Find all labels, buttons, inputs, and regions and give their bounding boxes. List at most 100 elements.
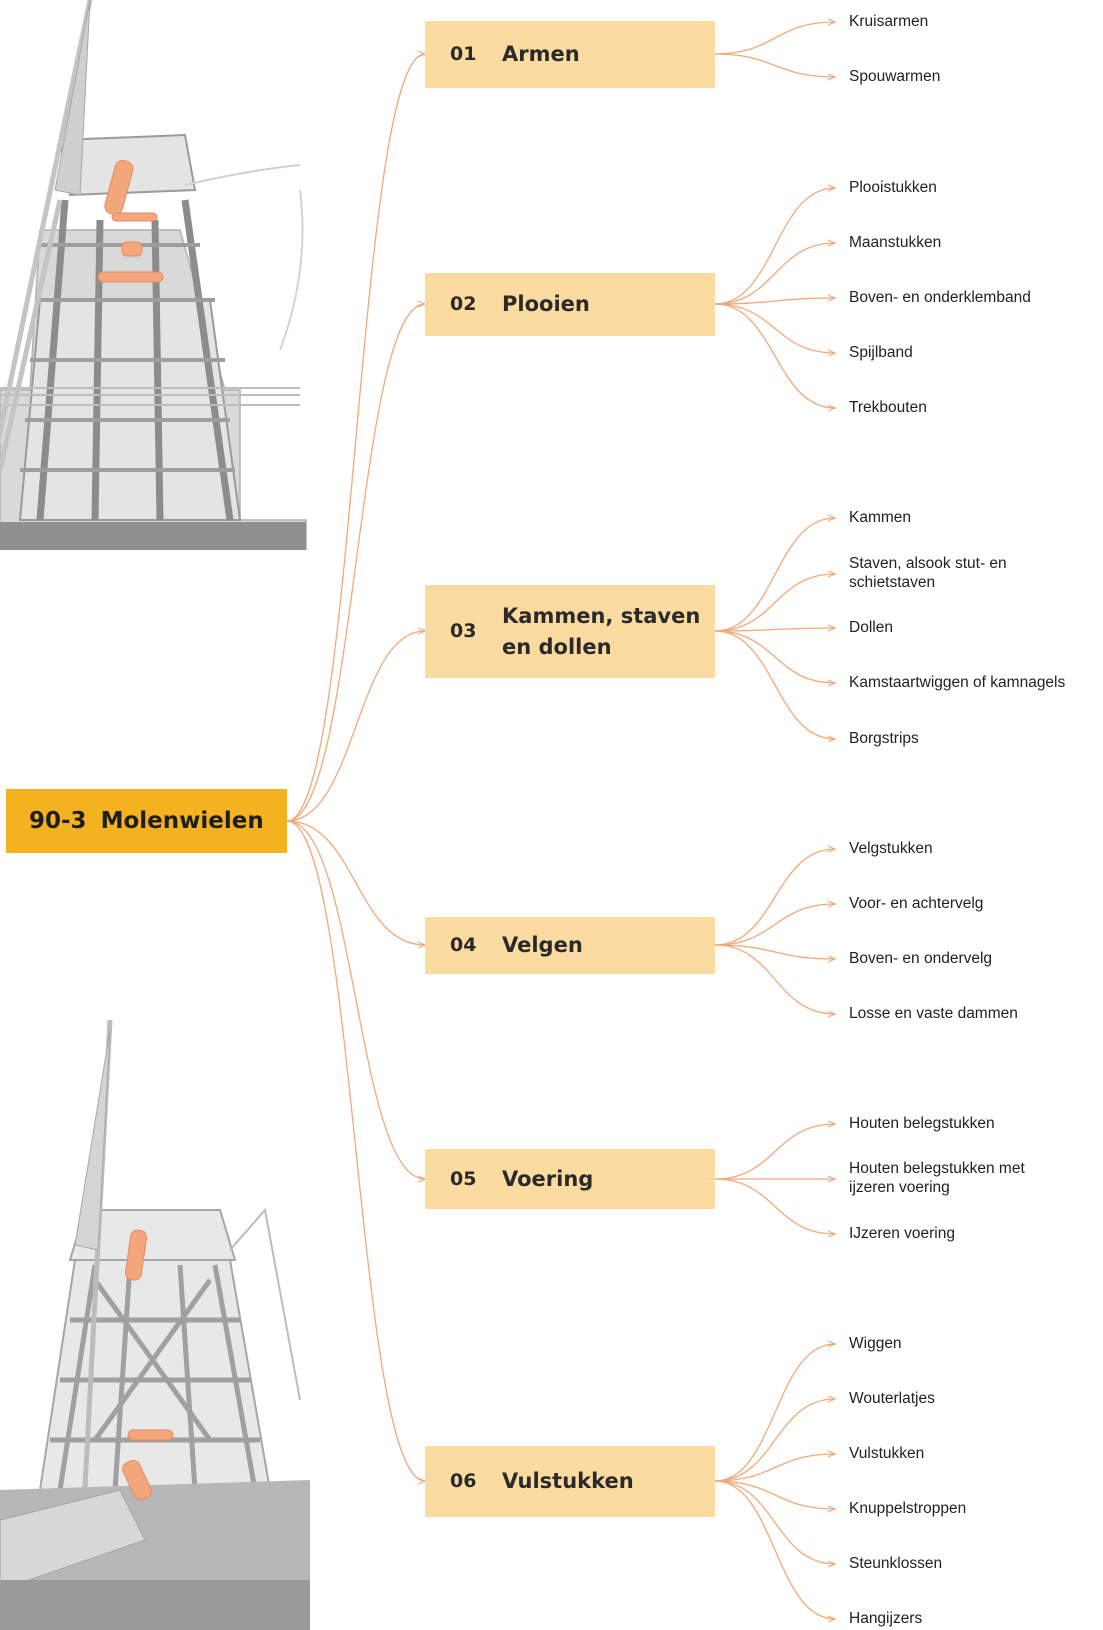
category-to-leaf-connector xyxy=(714,1398,836,1482)
leaf-item: Plooistukken xyxy=(849,179,937,196)
category-to-leaf-connector xyxy=(714,903,836,946)
leaf-item: Boven- en onderklemband xyxy=(849,289,1031,306)
category-node-velgen: 04 Velgen xyxy=(425,917,715,974)
leaf-item: Wouterlatjes xyxy=(849,1390,935,1407)
category-number: 05 xyxy=(450,1167,477,1190)
category-to-leaf-connector xyxy=(714,303,836,354)
category-to-leaf-connector xyxy=(714,1123,836,1180)
connector-arrowhead xyxy=(827,1505,837,1513)
category-label: Vulstukken xyxy=(502,1469,634,1493)
windmill-illustration-bottom xyxy=(0,1020,310,1630)
category-to-leaf-connector xyxy=(714,1453,836,1482)
connector-arrowhead xyxy=(827,900,837,908)
category-to-leaf-connector xyxy=(714,630,836,684)
category-number: 02 xyxy=(450,293,477,315)
connector-arrowhead xyxy=(827,18,837,26)
connector-arrowhead xyxy=(827,73,837,81)
category-label: Velgen xyxy=(502,933,583,957)
leaf-item: Borgstrips xyxy=(849,730,919,747)
connector-arrowhead xyxy=(827,1175,837,1183)
connector-arrowhead xyxy=(827,1010,837,1018)
connector-arrowhead xyxy=(827,624,837,632)
leaf-item: Kamstaartwiggen of kamnagels xyxy=(849,674,1066,691)
category-label: Voering xyxy=(502,1166,594,1191)
category-to-leaf-connector xyxy=(714,21,836,55)
connector-arrowhead xyxy=(827,679,837,687)
category-to-leaf-connector xyxy=(714,297,836,305)
leaf-item: Velgstukken xyxy=(849,840,933,857)
leaf-item: Kammen xyxy=(849,509,912,526)
leaf-item: Maanstukken xyxy=(849,234,942,251)
category-to-leaf-connector xyxy=(714,1480,836,1565)
category-to-leaf-connector xyxy=(714,1480,836,1510)
connector-arrowhead xyxy=(827,1560,837,1568)
root-code: 90-3 xyxy=(29,808,87,834)
leaf-item: Steunklossen xyxy=(849,1555,943,1572)
leaf-item: Voor- en achtervelg xyxy=(849,895,984,912)
leaf-item: Wiggen xyxy=(849,1335,902,1352)
connector-arrowhead xyxy=(827,1230,837,1238)
root-title: Molenwielen xyxy=(100,808,264,834)
connector-arrowhead xyxy=(827,1340,837,1348)
windmill-illustration-top xyxy=(0,0,307,550)
category-node-voering: 05 Voering xyxy=(425,1149,715,1209)
category-node-kammen: 03 Kammen, staven en dollen xyxy=(425,585,715,678)
category-to-leaf-connector xyxy=(714,630,836,740)
category-node-vulstukken: 06 Vulstukken xyxy=(425,1446,715,1517)
category-node-armen: 01 Armen xyxy=(425,21,715,88)
root-to-category-connector xyxy=(286,820,426,1482)
leaf-item: Knuppelstroppen xyxy=(849,1500,967,1517)
category-label: Plooien xyxy=(502,292,590,316)
root-to-category-connector xyxy=(286,303,426,822)
connector-arrowhead xyxy=(827,845,837,853)
category-label: Kammen, staven en dollen xyxy=(502,603,701,659)
category-to-leaf-connector xyxy=(714,573,836,632)
root-to-category-connector xyxy=(286,820,426,946)
leaf-item: IJzeren voering xyxy=(849,1225,955,1242)
leaf-item: Dollen xyxy=(849,619,893,636)
category-to-leaf-connector xyxy=(714,627,836,632)
category-to-leaf-connector xyxy=(714,944,836,1015)
leaf-item: Boven- en ondervelg xyxy=(849,950,993,967)
category-to-leaf-connector xyxy=(714,303,836,409)
category-to-leaf-connector xyxy=(714,944,836,960)
category-to-leaf-connector xyxy=(714,53,836,78)
connector-arrowhead xyxy=(827,239,837,247)
category-number: 06 xyxy=(450,1470,477,1492)
root-node: 90-3 Molenwielen xyxy=(6,789,287,853)
connector-arrowhead xyxy=(827,184,837,192)
category-to-leaf-connector xyxy=(714,848,836,946)
leaf-item: Spijlband xyxy=(849,344,913,361)
category-to-leaf-connector xyxy=(714,187,836,305)
connector-arrowhead xyxy=(827,955,837,963)
leaf-item: Trekbouten xyxy=(849,399,927,416)
connector-arrowhead xyxy=(827,294,837,302)
category-number: 01 xyxy=(450,43,477,65)
root-to-category-connector xyxy=(286,820,426,1180)
root-to-category-connector xyxy=(286,630,426,822)
category-number: 04 xyxy=(450,934,477,956)
root-to-category-connector xyxy=(286,53,426,822)
connector-arrowhead xyxy=(827,570,837,578)
leaf-item: Houten belegstukken xyxy=(849,1115,995,1132)
leaf-item: Losse en vaste dammen xyxy=(849,1005,1018,1022)
connector-arrowhead xyxy=(827,514,837,522)
category-number: 03 xyxy=(450,620,477,642)
category-to-leaf-connector xyxy=(714,242,836,305)
category-to-leaf-connector xyxy=(714,1178,836,1235)
connector-arrowhead xyxy=(827,404,837,412)
category-label: Armen xyxy=(502,42,580,66)
connector-arrowhead xyxy=(827,1395,837,1403)
leaf-item: Kruisarmen xyxy=(849,13,929,30)
category-to-leaf-connector xyxy=(714,517,836,632)
connector-arrowhead xyxy=(827,1450,837,1458)
connector-arrowhead xyxy=(827,1615,837,1623)
category-to-leaf-connector xyxy=(714,1343,836,1482)
connector-arrowhead xyxy=(417,50,427,58)
connector-arrowhead xyxy=(827,735,837,743)
leaf-item: Spouwarmen xyxy=(849,68,941,85)
category-to-leaf-connector xyxy=(714,1480,836,1620)
connector-arrowhead xyxy=(827,349,837,357)
